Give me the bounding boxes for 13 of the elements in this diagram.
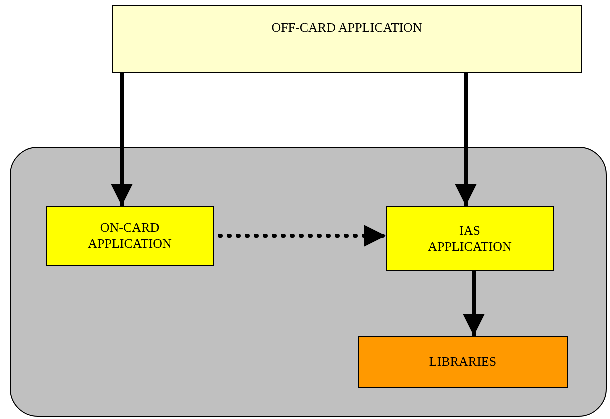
node-label: OFF-CARD APPLICATION xyxy=(272,19,422,36)
card-area xyxy=(10,147,607,417)
node-label: LIBRARIES xyxy=(429,354,497,370)
arrow xyxy=(463,271,485,336)
application-box xyxy=(112,5,582,73)
application-box xyxy=(46,206,214,266)
node-label: ON-CARD APPLICATION xyxy=(87,220,173,252)
application-box xyxy=(386,206,554,271)
arrow xyxy=(455,73,477,206)
library-box xyxy=(358,336,568,388)
arrow xyxy=(111,73,133,206)
node-label: IAS APPLICATION xyxy=(427,222,513,254)
arrow xyxy=(218,225,388,247)
